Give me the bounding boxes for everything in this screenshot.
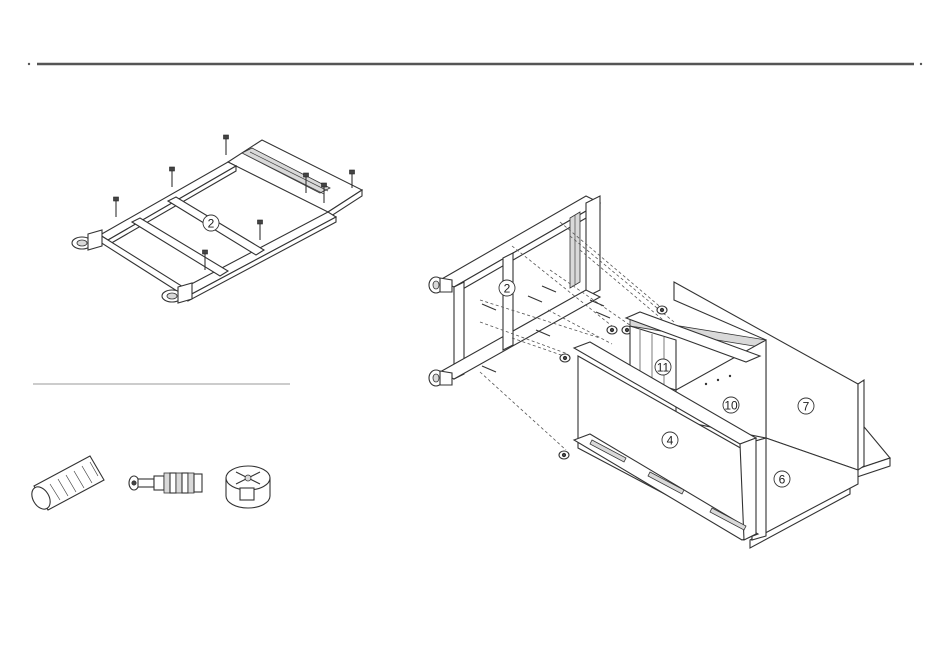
part-label-4: 4 [662,432,678,448]
part-label-11: 11 [655,359,671,375]
screw [114,197,119,217]
svg-text:10: 10 [724,399,738,413]
cam-lock-nut-icon [226,466,270,508]
svg-text:7: 7 [803,400,810,414]
cam-nut [560,354,570,362]
svg-text:4: 4 [667,434,674,448]
step2-base-frame: 2 [429,196,600,386]
screw [258,220,263,240]
svg-text:6: 6 [779,473,786,487]
caster-wheel-left [72,230,102,250]
svg-text:2: 2 [208,217,215,231]
step2-carcass: 2 [429,196,890,548]
screw [170,167,175,187]
cam-bolt-icon [129,473,202,493]
caster-wheel-lower [429,370,452,386]
svg-text:11: 11 [657,361,670,375]
step1-base-frame: 2 [72,135,362,303]
cam-nut [657,306,667,314]
caster-wheel-upper [429,277,452,293]
part-label-7: 7 [798,398,814,414]
part-label-2-step2: 2 [499,280,515,296]
cam-nut [559,451,569,459]
screw [224,135,229,155]
top-divider [28,63,922,65]
part-label-6: 6 [774,471,790,487]
wood-dowel-icon [28,456,104,512]
part-label-2-step1: 2 [203,215,219,231]
cam-nut [607,326,617,334]
part-label-10: 10 [723,397,739,413]
svg-text:2: 2 [504,282,511,296]
